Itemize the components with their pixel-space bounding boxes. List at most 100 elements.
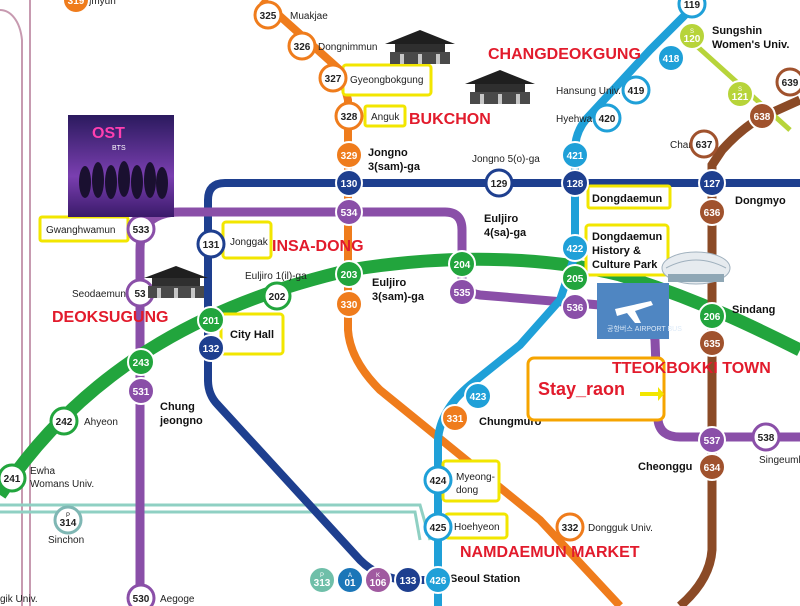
station-marker-128[interactable]: 128 bbox=[561, 169, 589, 197]
station-line-code: S bbox=[690, 29, 694, 35]
station-number: 634 bbox=[704, 463, 721, 474]
station-label-dongguk: Dongguk Univ. bbox=[588, 523, 653, 534]
station-label-ddp-b: History & bbox=[592, 245, 641, 257]
station-marker-537[interactable]: 537 bbox=[698, 426, 726, 454]
station-marker-332[interactable]: 332 bbox=[555, 512, 585, 542]
station-marker-423[interactable]: 423 bbox=[464, 382, 492, 410]
station-number: 637 bbox=[696, 140, 713, 151]
station-number: 130 bbox=[341, 179, 358, 190]
annotation-deoksugung: DEOKSUGUNG bbox=[52, 309, 168, 326]
station-number: 131 bbox=[203, 240, 220, 251]
station-marker-206[interactable]: 206 bbox=[698, 302, 726, 330]
station-marker-329[interactable]: 329 bbox=[335, 141, 363, 169]
station-marker-535[interactable]: 535 bbox=[448, 278, 476, 306]
station-number: 422 bbox=[567, 244, 584, 255]
station-marker-203[interactable]: 203 bbox=[335, 260, 363, 288]
station-marker-133[interactable]: 133 bbox=[394, 566, 422, 594]
station-marker-319[interactable]: 319 bbox=[62, 0, 90, 14]
station-marker-534[interactable]: 534 bbox=[335, 198, 363, 226]
station-marker-422[interactable]: 422 bbox=[561, 234, 589, 262]
station-marker-327[interactable]: 327 bbox=[318, 63, 348, 93]
station-label-seoul-station: Seoul Station bbox=[450, 573, 521, 585]
station-marker-132[interactable]: 132 bbox=[197, 334, 225, 362]
station-number: 535 bbox=[454, 288, 471, 299]
station-label-hyehwa: Hyehwa bbox=[556, 114, 593, 125]
station-label-euljiro1: Euljiro 1(il)-ga bbox=[245, 271, 307, 282]
station-marker-204[interactable]: 204 bbox=[448, 250, 476, 278]
station-marker-638[interactable]: 638 bbox=[748, 102, 776, 130]
station-marker-420[interactable]: 420 bbox=[592, 103, 622, 133]
station-marker-533[interactable]: 533 bbox=[126, 214, 156, 244]
station-number: 314 bbox=[60, 518, 77, 529]
station-number: 120 bbox=[684, 34, 701, 45]
station-marker-636[interactable]: 636 bbox=[698, 198, 726, 226]
station-marker-424[interactable]: 424 bbox=[423, 465, 453, 495]
station-number: 313 bbox=[314, 578, 331, 589]
station-label-gyeongbokgung: Gyeongbokgung bbox=[350, 75, 423, 86]
station-marker-635[interactable]: 635 bbox=[698, 329, 726, 357]
station-marker-639[interactable]: 639 bbox=[775, 67, 800, 97]
station-marker-637[interactable]: 637 bbox=[689, 129, 719, 159]
station-marker-127[interactable]: 127 bbox=[698, 169, 726, 197]
station-number: 533 bbox=[133, 225, 150, 236]
palace-icon-changdeokgung bbox=[465, 70, 535, 104]
station-marker-538[interactable]: 538 bbox=[751, 422, 781, 452]
station-number: 205 bbox=[567, 274, 584, 285]
station-marker-331[interactable]: 331 bbox=[441, 404, 469, 432]
station-number: 325 bbox=[260, 11, 277, 22]
poster-sub: BTS bbox=[112, 145, 126, 152]
station-number: 421 bbox=[567, 151, 584, 162]
station-marker-531[interactable]: 531 bbox=[127, 377, 155, 405]
station-marker-202[interactable]: 202 bbox=[262, 281, 292, 311]
station-marker-129[interactable]: 129 bbox=[484, 168, 514, 198]
station-marker-425[interactable]: 425 bbox=[423, 512, 453, 542]
station-number: 129 bbox=[491, 179, 508, 190]
station-label-euljiro4-a: Euljiro bbox=[484, 213, 519, 225]
station-marker-243[interactable]: 243 bbox=[127, 348, 155, 376]
station-marker-A01[interactable]: A01 bbox=[336, 566, 364, 594]
station-number: 242 bbox=[56, 417, 73, 428]
airplane-icon bbox=[615, 301, 653, 323]
station-marker-419[interactable]: 419 bbox=[621, 75, 651, 105]
station-marker-421[interactable]: 421 bbox=[561, 141, 589, 169]
station-marker-205[interactable]: 205 bbox=[561, 264, 589, 292]
station-marker-426[interactable]: 426 bbox=[424, 566, 452, 594]
station-label-sungshin-b: Women's Univ. bbox=[712, 39, 789, 51]
station-label-sungshin-a: Sungshin bbox=[712, 25, 762, 37]
station-marker-242[interactable]: 242 bbox=[49, 406, 79, 436]
station-line-code: P bbox=[320, 573, 324, 579]
station-label-anguk: Anguk bbox=[371, 112, 400, 123]
station-line-code: S bbox=[738, 87, 742, 93]
station-marker-119[interactable]: 119 bbox=[677, 0, 707, 19]
station-marker-325[interactable]: 325 bbox=[253, 0, 283, 30]
station-marker-530[interactable]: 530 bbox=[126, 583, 156, 606]
station-marker-201[interactable]: 201 bbox=[197, 306, 225, 334]
station-number: 423 bbox=[470, 392, 487, 403]
station-label-euljiro3-a: Euljiro bbox=[372, 277, 407, 289]
station-marker-328[interactable]: 328 bbox=[334, 101, 364, 131]
station-label-chungmuro: Chungmuro bbox=[479, 416, 542, 428]
station-marker-326[interactable]: 326 bbox=[287, 31, 317, 61]
station-label-seodaemun: Seodaemun bbox=[72, 289, 126, 300]
station-marker-330[interactable]: 330 bbox=[335, 290, 363, 318]
station-marker-536[interactable]: 536 bbox=[561, 293, 589, 321]
station-line-code: P bbox=[66, 513, 70, 519]
station-number: 426 bbox=[430, 576, 447, 587]
station-marker-241[interactable]: 241 bbox=[0, 463, 27, 493]
station-number: 206 bbox=[704, 312, 721, 323]
station-number: 328 bbox=[341, 112, 358, 123]
station-marker-634[interactable]: 634 bbox=[698, 453, 726, 481]
station-marker-418[interactable]: 418 bbox=[657, 44, 685, 72]
station-label-ewha-a: Ewha bbox=[30, 466, 55, 477]
station-number: 536 bbox=[567, 303, 584, 314]
arrow-right-icon bbox=[640, 387, 664, 401]
station-marker-131[interactable]: 131 bbox=[196, 229, 226, 259]
station-marker-130[interactable]: 130 bbox=[335, 169, 363, 197]
